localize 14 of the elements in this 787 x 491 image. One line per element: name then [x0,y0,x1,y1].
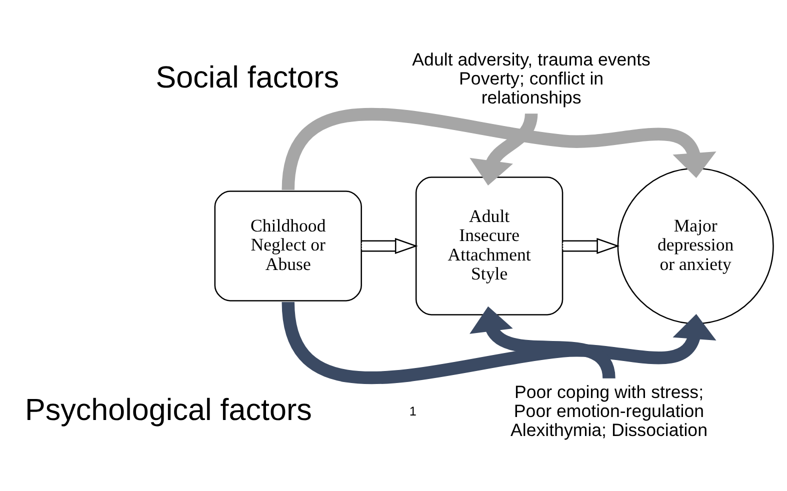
label: 1 [409,402,416,418]
arrow [470,112,538,186]
node-box: Childhood Neglect or Abuse [214,190,362,301]
node-text: Adult adversity, trauma events Poverty; conflict in relationships [412,48,650,108]
node-box: Adult Insecure Attachment Style [415,176,564,315]
label: Social factors [156,60,340,94]
node-text: Poor coping with stress; Poor emotion-regulation Alexithymia; Dissociation [510,381,708,440]
node-circle: Major depression or anxiety [617,167,774,324]
arrow [282,108,716,190]
label: Psychological factors [24,392,312,427]
arrow [562,237,620,254]
arrow [282,300,716,384]
arrow [362,237,418,254]
arrow [470,306,616,380]
